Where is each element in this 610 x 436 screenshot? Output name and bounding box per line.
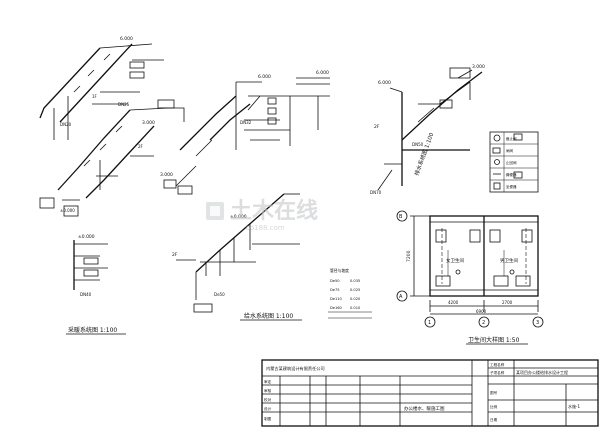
heating-caption: 采暖系统图 1:100 bbox=[68, 326, 117, 334]
supply-floor-mark: 2F bbox=[138, 144, 144, 149]
toilet-dimension-1: 4200 bbox=[448, 300, 459, 305]
iso-elevation: ±0.000 bbox=[230, 214, 247, 220]
supply-elevation-2: 6.000 bbox=[316, 70, 329, 76]
drain-elevation-1: 6.000 bbox=[378, 80, 391, 86]
legend-item-3: 止回阀 bbox=[506, 160, 517, 165]
grid-axis-2: 2 bbox=[482, 320, 485, 326]
drain-pipe-size: DN70 bbox=[370, 190, 382, 195]
drain-floor-mark: 2F bbox=[374, 124, 380, 130]
role-design: 设计 bbox=[264, 406, 272, 411]
legend-item-1: 截止阀 bbox=[506, 136, 517, 141]
legend-item-5: 坐便器 bbox=[506, 184, 517, 189]
field-project-name: 工程名称 bbox=[490, 362, 505, 367]
field-scale: 比例 bbox=[490, 404, 498, 409]
role-review: 审核 bbox=[264, 388, 272, 393]
legend-item-2: 闸阀 bbox=[506, 148, 514, 153]
iso-pipe-size: De50 bbox=[214, 292, 225, 297]
title-sheet-no: 水施-1 bbox=[568, 403, 580, 409]
title-drawing-name: 办公楼水、暖施工图 bbox=[404, 405, 445, 412]
drainage-caption: 排水系统图 1:100 bbox=[412, 131, 435, 177]
toilet-dimension-total: 6900 bbox=[476, 309, 487, 314]
drain-elevation-2: 3.000 bbox=[472, 64, 485, 70]
title-project: 某项目办公楼给排水设计工程 bbox=[516, 369, 568, 375]
heating-elevation-mid: 3.000 bbox=[142, 120, 155, 126]
field-drawing-no: 图号 bbox=[490, 390, 498, 395]
toilet-dimension-2: 2700 bbox=[502, 300, 513, 305]
pipe-spec-row-4-slope: 0.010 bbox=[350, 306, 361, 310]
pipe-spec-row-1-slope: 0.035 bbox=[350, 279, 360, 283]
field-subitem: 子项名称 bbox=[490, 370, 505, 375]
watermark-subtext: co188.com bbox=[246, 224, 285, 232]
supply-caption: 给水系统图 1:100 bbox=[244, 312, 293, 320]
watermark-logo: 土木在线 co188.com bbox=[206, 198, 318, 232]
heating-pipe-size-2: DN20 bbox=[60, 122, 72, 127]
toilet-detail-plan: 女卫生间 男卫生间 7200 B A 4200 2700 6900 1 2 3 … bbox=[396, 210, 544, 345]
role-approve: 审定 bbox=[264, 379, 272, 384]
detail-elevation: ±0.000 bbox=[78, 234, 95, 240]
pipe-spec-row-2-size: De75 bbox=[330, 288, 340, 292]
field-date: 日期 bbox=[490, 417, 498, 422]
detail-pipe-size: DN40 bbox=[80, 292, 92, 297]
pipe-spec-row-3-slope: 0.020 bbox=[350, 297, 361, 301]
drainage-system-diagram: 6.000 2F DN70 3.000 DN50 排水系统图 1:100 bbox=[370, 64, 485, 195]
pipe-spec-row-3-size: De110 bbox=[330, 297, 343, 301]
role-check: 校对 bbox=[264, 397, 272, 402]
heating-system-diagram: 6.000 3.000 DN25 1F DN20 ±0.000 bbox=[39, 36, 169, 217]
heating-detail-diagram: ±0.000 DN40 采暖系统图 1:100 bbox=[66, 234, 126, 335]
legend-table: 截止阀 闸阀 止回阀 蹲便器 坐便器 bbox=[489, 131, 539, 193]
heating-elevation-top: 6.000 bbox=[120, 36, 133, 42]
womens-toilet-label: 女卫生间 bbox=[446, 257, 464, 264]
water-supply-diagram: 6.000 6.000 DN32 3.000 2F bbox=[138, 70, 330, 195]
pipe-spec-row-2-slope: 0.025 bbox=[350, 288, 360, 292]
role-draft: 制图 bbox=[264, 416, 272, 421]
toilet-dimension-vertical: 7200 bbox=[406, 250, 412, 262]
supply-elevation-3: 3.000 bbox=[160, 172, 173, 178]
legend-item-4: 蹲便器 bbox=[506, 172, 517, 177]
heating-pipe-size: DN25 bbox=[118, 102, 130, 107]
grid-axis-b: B bbox=[399, 214, 403, 220]
heating-elevation-base: ±0.000 bbox=[60, 208, 75, 213]
pipe-spec-header: 管径与坡度 bbox=[330, 268, 349, 273]
mens-toilet-label: 男卫生间 bbox=[500, 257, 518, 264]
watermark-text: 土木在线 bbox=[230, 198, 318, 224]
drain-pipe-size-2: DN50 bbox=[412, 142, 424, 147]
pipe-spec-row-1-size: De50 bbox=[330, 279, 340, 283]
grid-axis-1: 1 bbox=[428, 320, 431, 326]
grid-axis-a: A bbox=[399, 294, 403, 300]
pipe-spec-row-4-size: De160 bbox=[330, 306, 343, 310]
supply-pipe-size: DN32 bbox=[240, 120, 252, 125]
supply-iso-diagram: 2F ±0.000 De50 给水系统图 1:100 bbox=[172, 193, 302, 321]
title-org: 内蒙古某建筑设计有限责任公司 bbox=[266, 365, 325, 372]
supply-elevation-1: 6.000 bbox=[258, 74, 271, 80]
pipe-spec-table: 管径与坡度 De50 0.035 De75 0.025 De110 0.020 … bbox=[328, 268, 372, 319]
iso-floor-mark: 2F bbox=[172, 252, 178, 258]
heating-floor-mark: 1F bbox=[92, 94, 98, 99]
title-block: 内蒙古某建筑设计有限责任公司 审定 审核 校对 设计 制图 工程名称 子项名称 … bbox=[261, 359, 599, 427]
toilet-caption: 卫生间大样图 1:50 bbox=[468, 336, 520, 344]
grid-axis-3: 3 bbox=[536, 320, 539, 326]
